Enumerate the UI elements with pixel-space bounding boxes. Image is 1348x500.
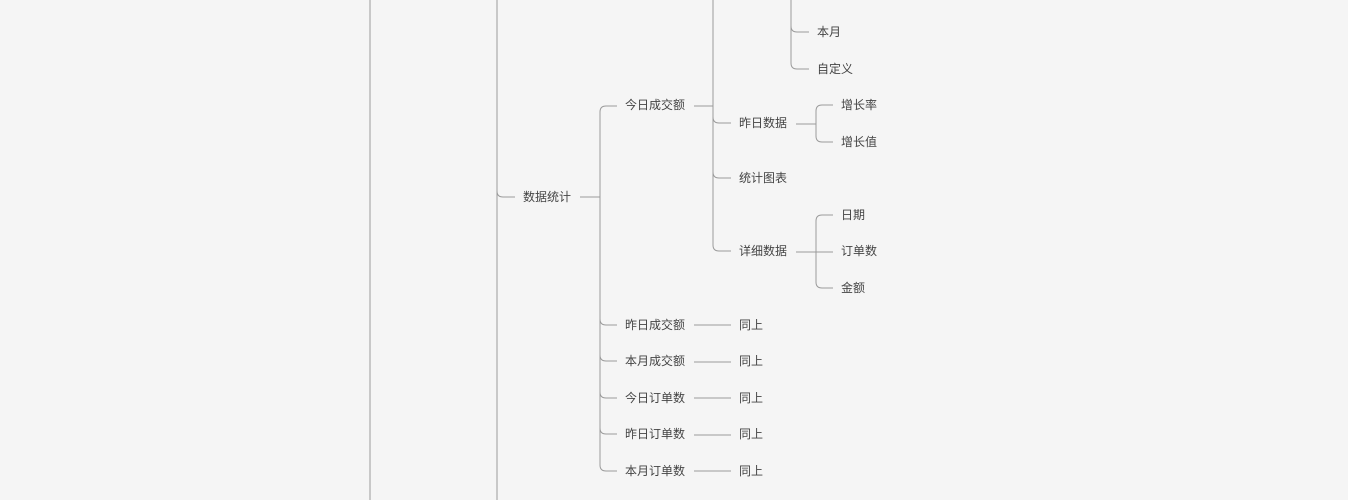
edge-today-amount [599, 105, 617, 113]
node-amount[interactable]: 金额 [841, 281, 866, 295]
node-growth-value[interactable]: 增长值 [841, 135, 878, 149]
edge-stat-chart [712, 171, 731, 179]
node-root[interactable]: 数据统计 [523, 190, 572, 204]
node-this-month[interactable]: 本月 [817, 25, 842, 39]
node-growth-rate[interactable]: 增长率 [841, 98, 878, 112]
edge-amount [815, 281, 833, 289]
node-same-as-above-4[interactable]: 同上 [739, 427, 764, 441]
node-date[interactable]: 日期 [841, 208, 866, 222]
node-same-as-above-1[interactable]: 同上 [739, 318, 764, 332]
node-same-as-above-3[interactable]: 同上 [739, 391, 764, 405]
edge-date [815, 214, 833, 222]
edge-custom [790, 62, 809, 70]
node-custom[interactable]: 自定义 [817, 62, 854, 76]
node-yesterday-orders[interactable]: 昨日订单数 [625, 427, 686, 441]
node-order-count[interactable]: 订单数 [841, 244, 878, 258]
edge-today-orders [599, 391, 617, 399]
node-yesterday-data[interactable]: 昨日数据 [739, 116, 788, 130]
node-same-as-above-5[interactable]: 同上 [739, 464, 764, 478]
edge-month-amount [599, 354, 617, 362]
node-detail-data[interactable]: 详细数据 [739, 244, 788, 258]
node-stat-chart[interactable]: 统计图表 [739, 171, 788, 185]
edge-month-orders [599, 464, 617, 472]
edge-detail-data [712, 244, 731, 252]
edge-yesterday-data [712, 116, 731, 124]
edge-yesterday-amount [599, 318, 617, 326]
node-same-as-above-2[interactable]: 同上 [739, 354, 764, 368]
node-month-amount[interactable]: 本月成交额 [625, 354, 686, 368]
edge-growth-value [815, 135, 833, 143]
edge-this-month [790, 25, 809, 33]
edge-growth-rate [815, 104, 833, 112]
edge-trunk-to-root [496, 190, 515, 198]
node-today-amount[interactable]: 今日成交额 [625, 98, 686, 112]
edge-yesterday-orders [599, 427, 617, 435]
node-yesterday-amount[interactable]: 昨日成交额 [625, 318, 686, 332]
node-month-orders[interactable]: 本月订单数 [625, 464, 686, 478]
node-today-orders[interactable]: 今日订单数 [625, 391, 686, 405]
